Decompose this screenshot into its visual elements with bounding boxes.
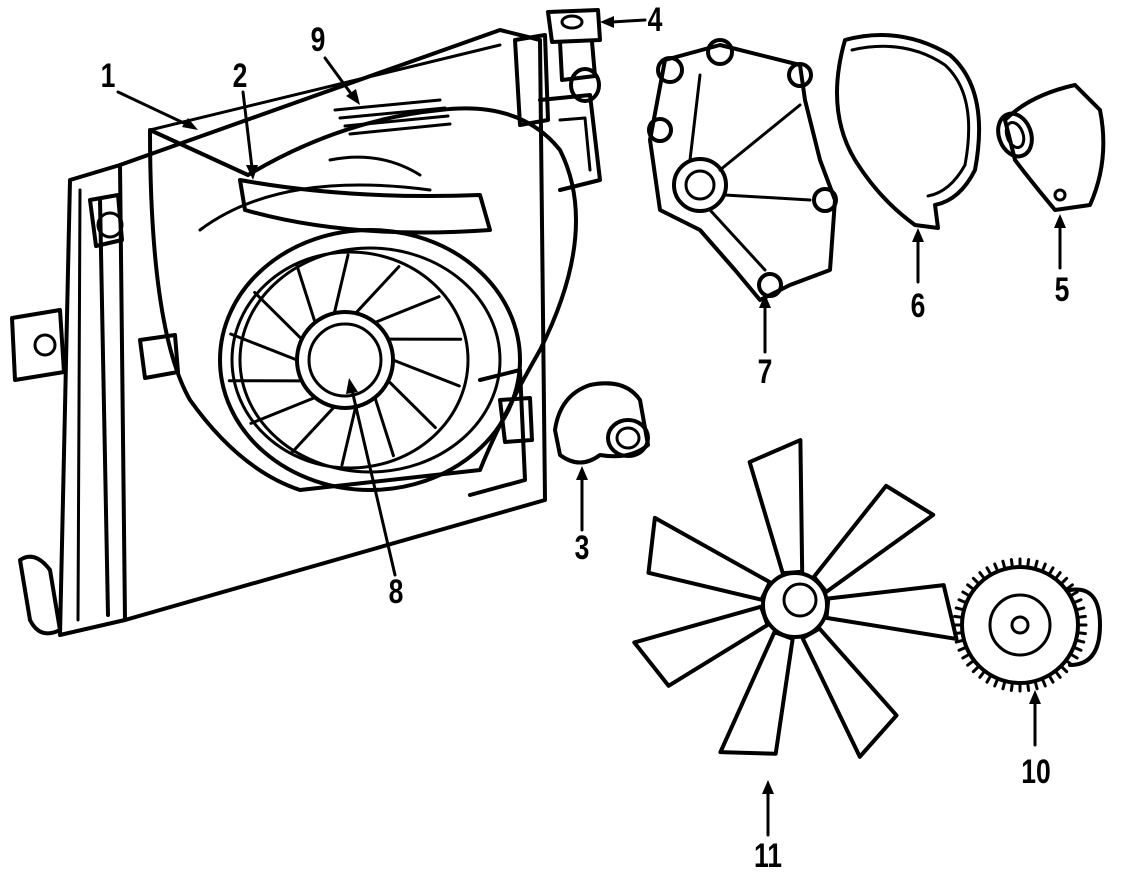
thermostat-housing-5 (996, 83, 1106, 212)
callout-3: 3 (574, 529, 590, 567)
callout-10: 10 (1021, 753, 1051, 791)
callout-4: 4 (647, 1, 663, 39)
gasket-6 (835, 33, 982, 230)
callout-11: 11 (753, 837, 783, 875)
filler-neck-4 (546, 8, 602, 103)
fan-clutch-10 (952, 557, 1102, 693)
callout-2: 2 (232, 57, 248, 95)
callout-6: 6 (910, 287, 926, 325)
callout-8: 8 (388, 573, 404, 611)
hose-elbow-3 (553, 381, 650, 465)
callout-1: 1 (100, 57, 116, 95)
callout-5: 5 (1054, 271, 1070, 309)
fan-shroud (138, 98, 578, 497)
radiator (10, 28, 602, 637)
electric-fan (227, 250, 470, 470)
leader-lines (116, 16, 1066, 837)
callout-9: 9 (310, 21, 326, 59)
water-pump-7 (647, 38, 838, 302)
mechanical-fan-11 (632, 438, 959, 759)
callout-7: 7 (757, 353, 773, 391)
